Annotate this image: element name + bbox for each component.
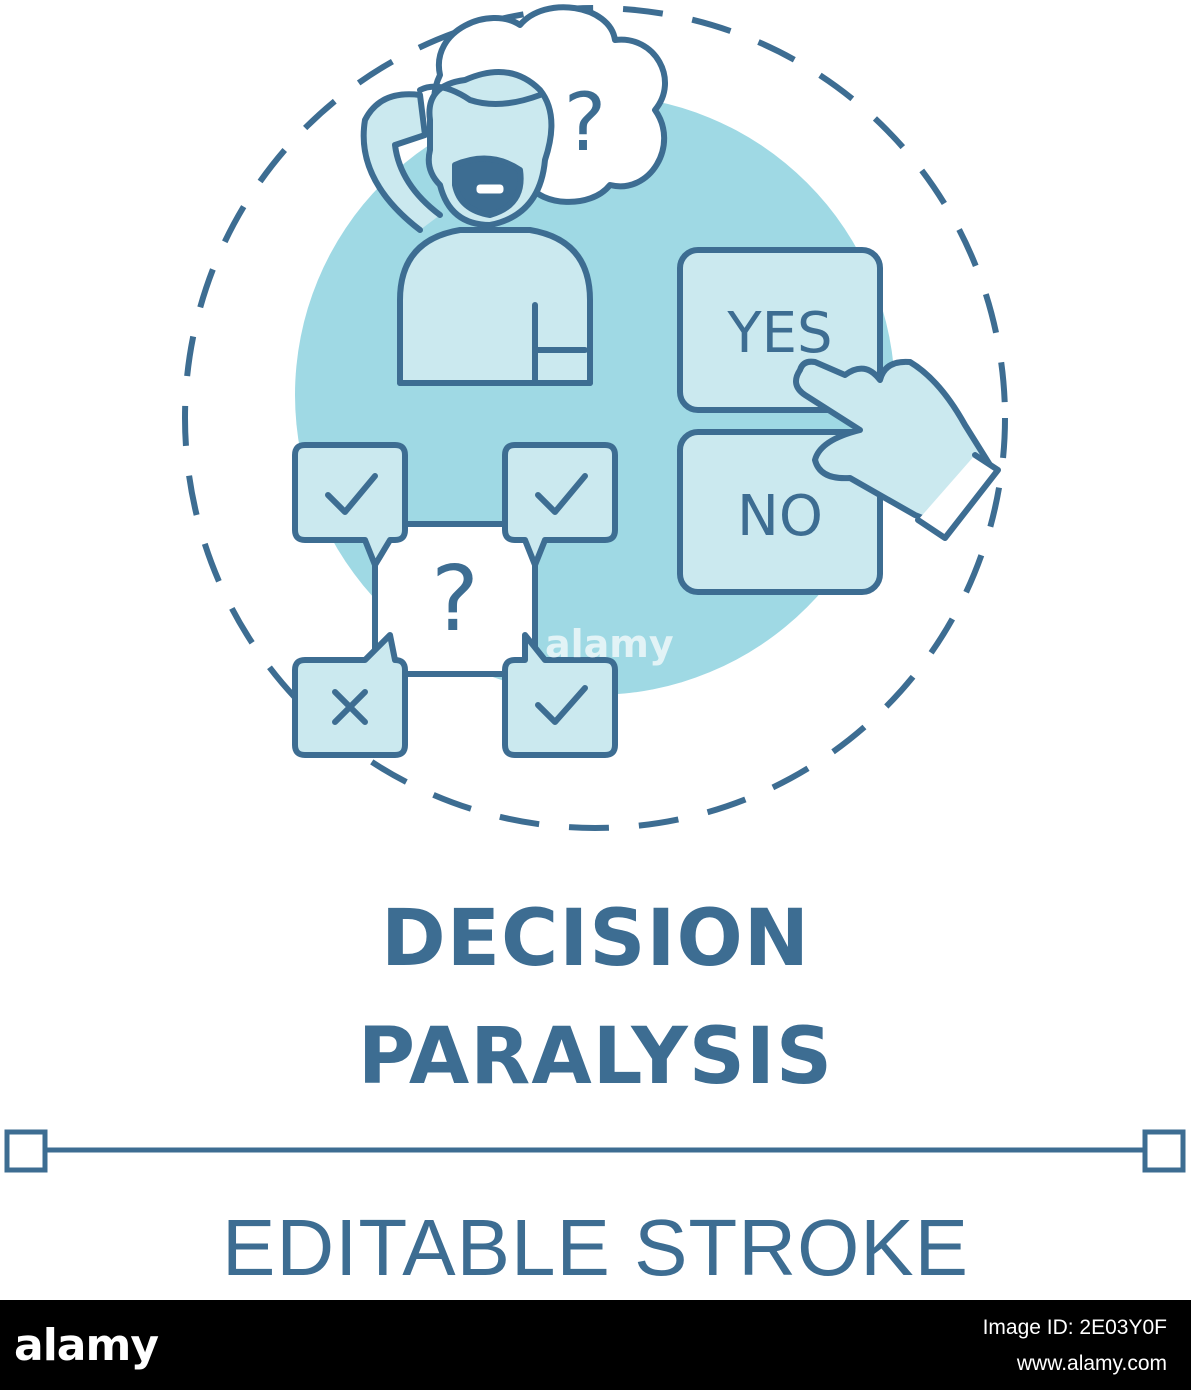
divider-left-handle [4, 1129, 48, 1173]
pointing-hand-icon [793, 358, 1001, 541]
illustration-canvas: ? YES NO ? [4, 4, 1186, 1173]
yes-label: YES [726, 301, 832, 366]
confused-person-icon [360, 69, 593, 386]
no-label: NO [737, 484, 823, 549]
title-line-2: PARALYSIS [357, 1012, 834, 1102]
image-id-text: Image ID: 2E03Y0F [982, 1316, 1167, 1339]
checklist-options-icon: ? [292, 442, 618, 758]
dashed-circle-frame [182, 5, 1008, 831]
thought-question-mark: ? [564, 76, 606, 169]
title-line-1: DECISION [380, 894, 811, 984]
footer-info: Image ID: 2E03Y0F www.alamy.com [983, 1310, 1167, 1382]
stock-footer-bar: alamy Image ID: 2E03Y0F www.alamy.com [0, 1300, 1191, 1390]
center-question-mark: ? [431, 547, 479, 652]
footer-logo: alamy [14, 1320, 159, 1371]
caption-editable-stroke: EDITABLE STROKE [221, 1203, 970, 1292]
editable-stroke-divider [4, 1129, 1186, 1173]
watermark: alamy [545, 622, 674, 666]
divider-right-handle [1142, 1129, 1186, 1173]
site-url-text: www.alamy.com [1016, 1352, 1167, 1375]
